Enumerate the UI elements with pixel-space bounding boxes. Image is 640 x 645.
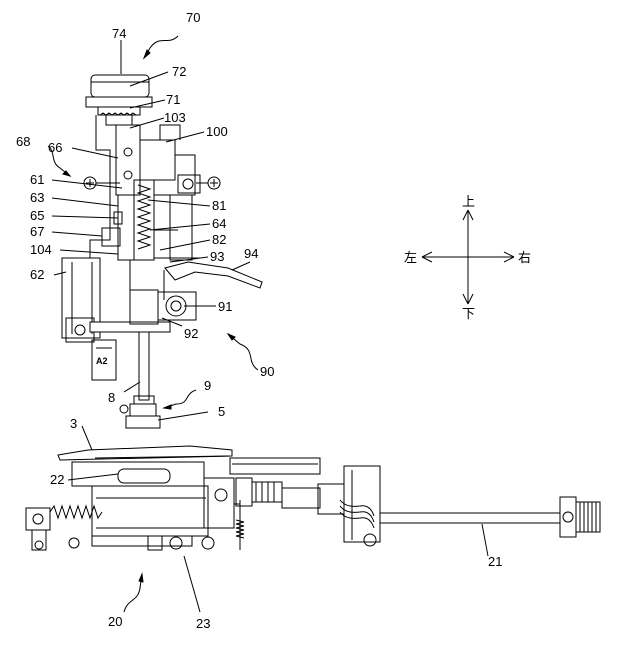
shaft-assembly: [380, 497, 600, 537]
stamp-a2: A2: [96, 356, 108, 366]
lever-assembly: [158, 262, 262, 320]
label-62: 62: [30, 267, 44, 282]
label-94: 94: [244, 246, 258, 261]
label-66: 66: [48, 140, 62, 155]
right-gearbox: [204, 466, 380, 550]
upper-frame: [84, 115, 220, 258]
label-72: 72: [172, 64, 186, 79]
label-61: 61: [30, 172, 44, 187]
direction-up: 上: [462, 195, 475, 210]
label-92: 92: [184, 326, 198, 341]
label-67: 67: [30, 224, 44, 239]
label-93: 93: [210, 249, 224, 264]
label-20: 20: [108, 614, 122, 629]
label-5: 5: [218, 404, 225, 419]
label-68: 68: [16, 134, 30, 149]
needle-bar: [90, 290, 170, 404]
label-100: 100: [206, 124, 228, 139]
label-103: 103: [164, 110, 186, 125]
label-81: 81: [212, 198, 226, 213]
left-side-plate: [62, 258, 116, 380]
presser-foot: [120, 404, 160, 428]
label-91: 91: [218, 299, 232, 314]
direction-indicator: [422, 210, 514, 304]
label-71: 71: [166, 92, 180, 107]
label-63: 63: [30, 190, 44, 205]
label-3: 3: [70, 416, 77, 431]
label-65: 65: [30, 208, 44, 223]
label-21: 21: [488, 554, 502, 569]
label-90: 90: [260, 364, 274, 379]
label-23: 23: [196, 616, 210, 631]
label-9: 9: [204, 378, 211, 393]
label-22: 22: [50, 472, 64, 487]
label-8: 8: [108, 390, 115, 405]
direction-down: 下: [462, 307, 475, 322]
direction-right: 右: [518, 251, 531, 266]
label-82: 82: [212, 232, 226, 247]
label-70: 70: [186, 10, 200, 25]
label-74: 74: [112, 26, 126, 41]
label-64: 64: [212, 216, 226, 231]
label-104: 104: [30, 242, 52, 257]
direction-left: 左: [404, 251, 417, 266]
